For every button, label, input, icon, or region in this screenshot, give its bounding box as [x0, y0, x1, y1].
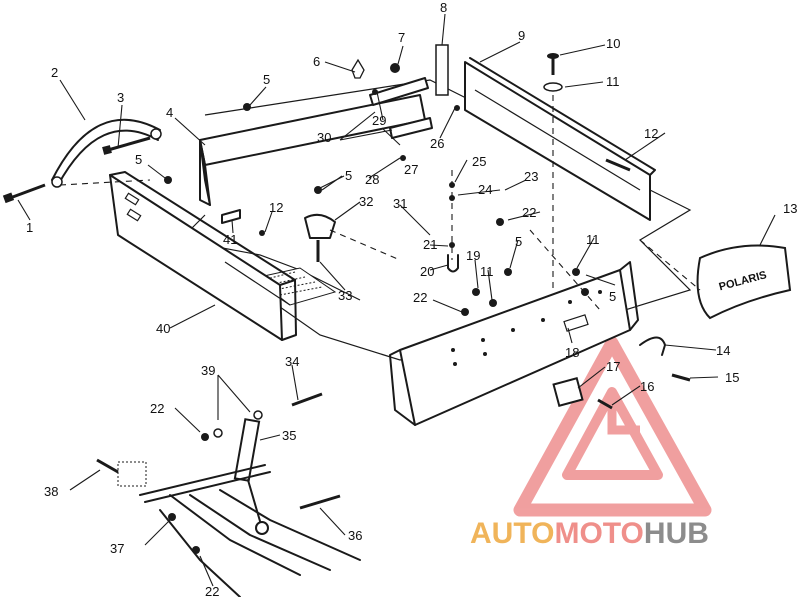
part-1-bolt: [2, 183, 46, 204]
part-8-strip: [435, 44, 449, 96]
tailgate-panel: [389, 261, 639, 426]
part-17-plate: [552, 377, 584, 407]
callout-20: 20: [420, 264, 434, 279]
callout-23: 23: [524, 169, 538, 184]
callout-22-bottom: 22: [205, 584, 219, 597]
lower-frame: [117, 461, 361, 597]
callout-37: 37: [110, 541, 124, 556]
part-14-bracket: [639, 336, 666, 356]
part-36-bolt: [299, 494, 341, 510]
callout-27: 27: [404, 162, 418, 177]
callout-40: 40: [156, 321, 170, 336]
callout-39: 39: [201, 363, 215, 378]
callout-26: 26: [430, 136, 444, 151]
part-20-u-bolt: [447, 254, 459, 273]
callout-28: 28: [365, 172, 379, 187]
part-16-bolt: [597, 398, 613, 410]
part-29-hinge: [369, 77, 433, 139]
part-40-left-side-rail: [109, 171, 297, 341]
callout-38: 38: [44, 484, 58, 499]
callout-5-tailgate: 5: [609, 289, 616, 304]
callout-35: 35: [282, 428, 296, 443]
callout-3: 3: [117, 90, 124, 105]
callout-6: 6: [313, 54, 320, 69]
callout-33: 33: [338, 288, 352, 303]
callout-21: 21: [423, 237, 437, 252]
part-10-bolt: [547, 53, 559, 75]
callout-labels: 1 2 3 4 5 5 5 5 5 6 7 8 9 10 11 11 11 12…: [26, 0, 797, 597]
callout-4: 4: [166, 105, 173, 120]
callout-11-washer: 11: [606, 74, 620, 89]
part-7-nut: [390, 63, 400, 73]
callout-2: 2: [51, 65, 58, 80]
callout-5-top: 5: [263, 72, 270, 87]
callout-10: 10: [606, 36, 620, 51]
callout-34: 34: [285, 354, 299, 369]
part-11-washer: [543, 82, 563, 92]
callout-5-mid: 5: [345, 168, 352, 183]
callout-41: 41: [223, 232, 237, 247]
callout-19: 19: [466, 248, 480, 263]
watermark-auto: AUTO: [470, 517, 554, 550]
part-12-bolt-right: [605, 158, 631, 172]
callout-leader-lines: [17, 13, 776, 587]
callout-32: 32: [359, 194, 373, 209]
part-4-front-bar: [199, 94, 426, 206]
callout-12-left: 12: [269, 200, 283, 215]
callout-22-floor: 22: [413, 290, 427, 305]
part-32-bracket: [304, 213, 336, 239]
callout-8: 8: [440, 0, 447, 15]
callout-22-rear: 22: [522, 205, 536, 220]
callout-1: 1: [26, 220, 33, 235]
part-41-clip: [221, 209, 241, 224]
callout-15: 15: [725, 370, 739, 385]
part-15-bolt: [671, 373, 691, 382]
callout-5-right: 5: [515, 234, 522, 249]
callout-11-mid: 11: [480, 264, 494, 279]
callout-22-shock: 22: [150, 401, 164, 416]
part-13-seat-pad: POLARIS: [696, 244, 792, 320]
hardware-nuts: [164, 89, 589, 554]
callout-5-left: 5: [135, 152, 142, 167]
watermark-text: AUTOMOTOHUB: [470, 517, 709, 550]
callout-18: 18: [565, 345, 579, 360]
part-2-arc-cover: [51, 118, 162, 188]
callout-16: 16: [640, 379, 654, 394]
callout-12-rear: 12: [644, 126, 658, 141]
part-3-bolt: [102, 136, 151, 155]
callout-29: 29: [372, 113, 386, 128]
callout-31: 31: [393, 196, 407, 211]
watermark-hub: HUB: [644, 517, 709, 550]
callout-9: 9: [518, 28, 525, 43]
part-34-bolt: [291, 392, 323, 407]
part-9-rear-panel: [464, 57, 656, 221]
callout-24: 24: [478, 182, 492, 197]
callout-14: 14: [716, 343, 730, 358]
callout-17: 17: [606, 359, 620, 374]
callout-11-right: 11: [586, 232, 600, 247]
callout-7: 7: [398, 30, 405, 45]
callout-25: 25: [472, 154, 486, 169]
callout-30: 30: [317, 130, 331, 145]
svg-text:AUTOMOTOHUB: AUTOMOTOHUB: [470, 517, 709, 550]
part-38-bolt: [96, 458, 119, 474]
callout-36: 36: [348, 528, 362, 543]
assembly-center-lines: [59, 95, 701, 311]
part-6-pin: [351, 58, 365, 79]
callout-13: 13: [783, 201, 797, 216]
watermark-moto: MOTO: [554, 517, 643, 550]
